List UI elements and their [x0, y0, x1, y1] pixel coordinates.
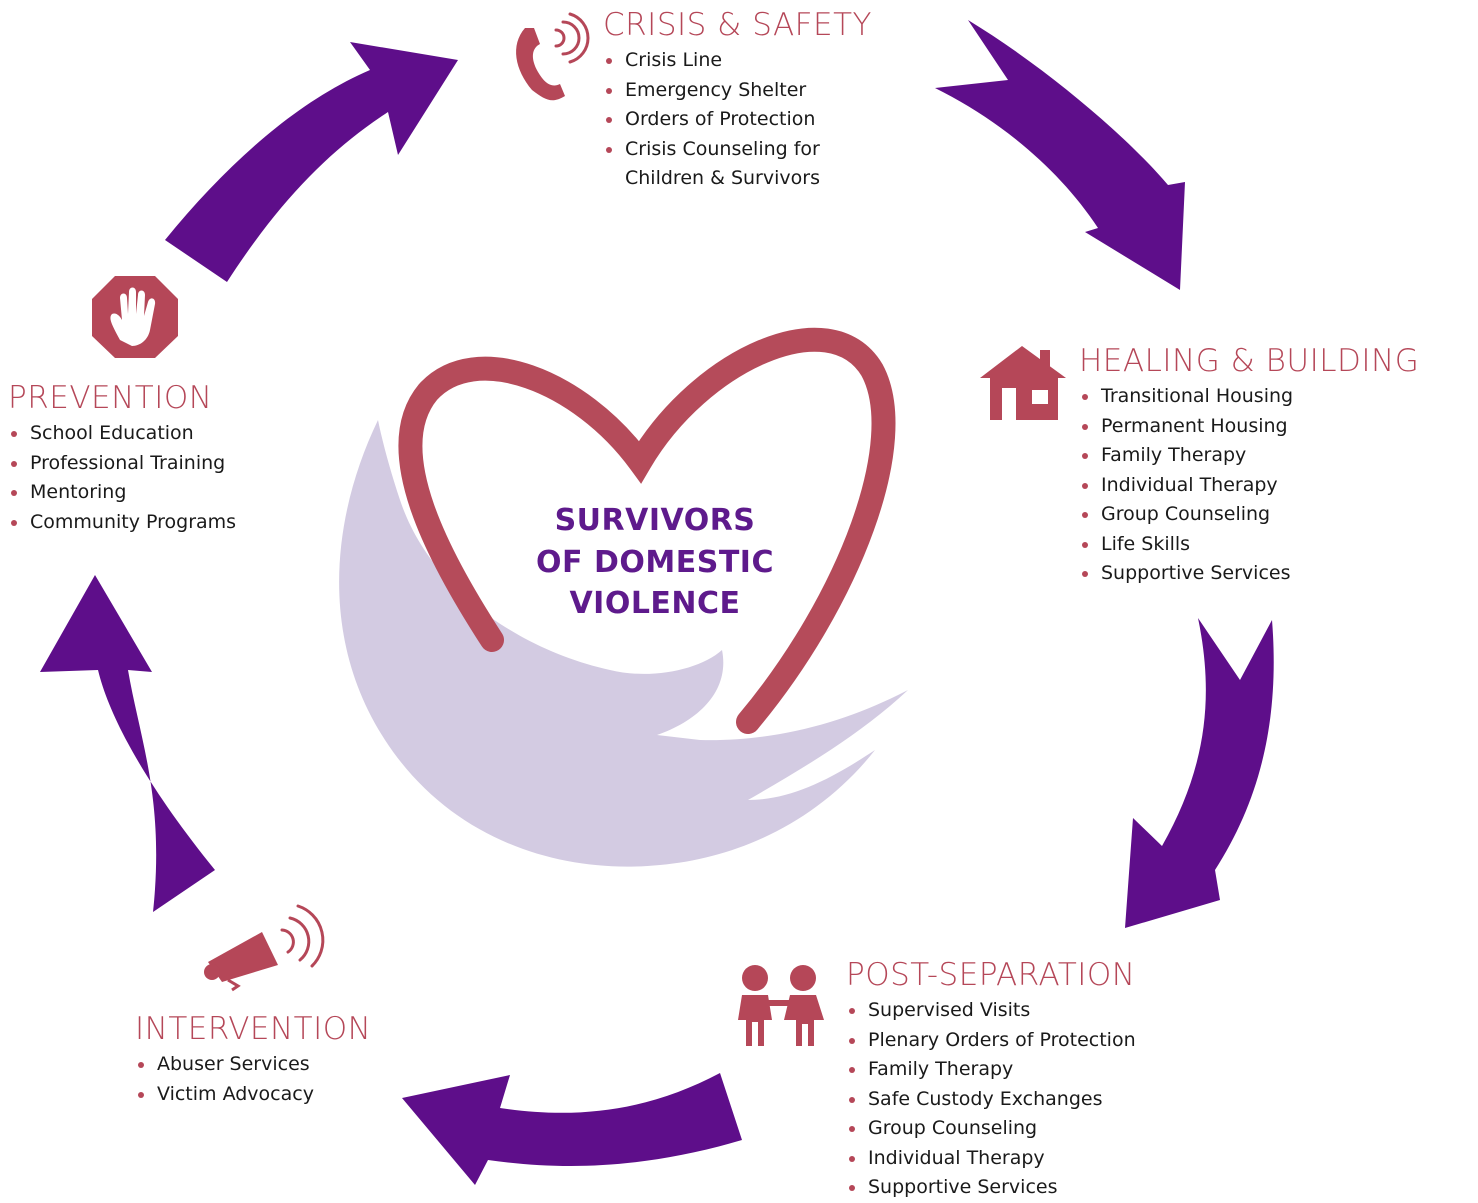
arrow-post-to-intervention	[402, 1073, 742, 1185]
section-post-separation: POST-SEPARATION Supervised Visits Plenar…	[846, 958, 1136, 1203]
section-title: INTERVENTION	[135, 1011, 372, 1047]
arrow-healing-to-post	[1125, 618, 1274, 928]
telephone-icon	[516, 12, 590, 101]
house-icon	[980, 346, 1066, 420]
list-item: Individual Therapy	[846, 1144, 1136, 1174]
section-title: HEALING & BUILDING	[1079, 343, 1420, 379]
list-item-continuation: Children & Survivors	[625, 167, 820, 189]
arrow-crisis-to-healing	[935, 20, 1185, 290]
list-item: Supervised Visits	[846, 996, 1136, 1026]
cycle-arrows	[40, 20, 1274, 1185]
section-title: CRISIS & SAFETY	[603, 7, 872, 43]
children-icon	[738, 965, 824, 1046]
list-item: Safe Custody Exchanges	[846, 1085, 1136, 1115]
list-item: Supportive Services	[846, 1173, 1136, 1203]
section-healing: HEALING & BUILDING Transitional Housing …	[1079, 344, 1419, 589]
list-item: Professional Training	[8, 449, 236, 479]
section-prevention: PREVENTION School Education Professional…	[8, 381, 236, 537]
center-title: SURVIVORS OF DOMESTIC VIOLENCE	[505, 500, 805, 625]
list-item: Community Programs	[8, 508, 236, 538]
center-title-line: OF DOMESTIC	[536, 544, 774, 580]
list-item: Life Skills	[1079, 530, 1419, 560]
megaphone-icon	[204, 904, 325, 992]
hand-shape	[339, 420, 908, 867]
list-item: School Education	[8, 419, 236, 449]
list-item: Family Therapy	[1079, 441, 1419, 471]
section-title: PREVENTION	[8, 380, 213, 416]
item-list: Transitional Housing Permanent Housing F…	[1079, 382, 1419, 589]
heart-shape	[398, 327, 896, 734]
item-list: Abuser Services Victim Advocacy	[135, 1050, 371, 1109]
list-item: Group Counseling	[1079, 500, 1419, 530]
arrow-prevention-to-crisis	[165, 42, 458, 282]
center-title-line: SURVIVORS	[554, 503, 756, 538]
section-crisis: CRISIS & SAFETY Crisis Line Emergency Sh…	[603, 8, 872, 194]
list-item: Crisis Counseling for	[603, 135, 872, 165]
list-item: Family Therapy	[846, 1055, 1136, 1085]
list-item: Mentoring	[8, 478, 236, 508]
section-intervention: INTERVENTION Abuser Services Victim Advo…	[135, 1012, 371, 1109]
list-item: Individual Therapy	[1079, 471, 1419, 501]
item-list: Crisis Line Emergency Shelter Orders of …	[603, 46, 872, 194]
list-item: Orders of Protection	[603, 105, 872, 135]
list-item: Group Counseling	[846, 1114, 1136, 1144]
list-item: Abuser Services	[135, 1050, 371, 1080]
arrow-intervention-to-prevention	[40, 575, 215, 912]
list-item: Emergency Shelter	[603, 76, 872, 106]
section-title: POST-SEPARATION	[846, 957, 1136, 993]
list-item: Crisis Line	[603, 46, 872, 76]
list-item: Victim Advocacy	[135, 1080, 371, 1110]
item-list: School Education Professional Training M…	[8, 419, 236, 537]
list-item: Supportive Services	[1079, 559, 1419, 589]
center-title-line: VIOLENCE	[569, 586, 741, 621]
list-item: Permanent Housing	[1079, 412, 1419, 442]
item-list: Supervised Visits Plenary Orders of Prot…	[846, 996, 1136, 1203]
stop-hand-icon	[92, 276, 178, 358]
list-item: Transitional Housing	[1079, 382, 1419, 412]
list-item: Plenary Orders of Protection	[846, 1026, 1136, 1056]
